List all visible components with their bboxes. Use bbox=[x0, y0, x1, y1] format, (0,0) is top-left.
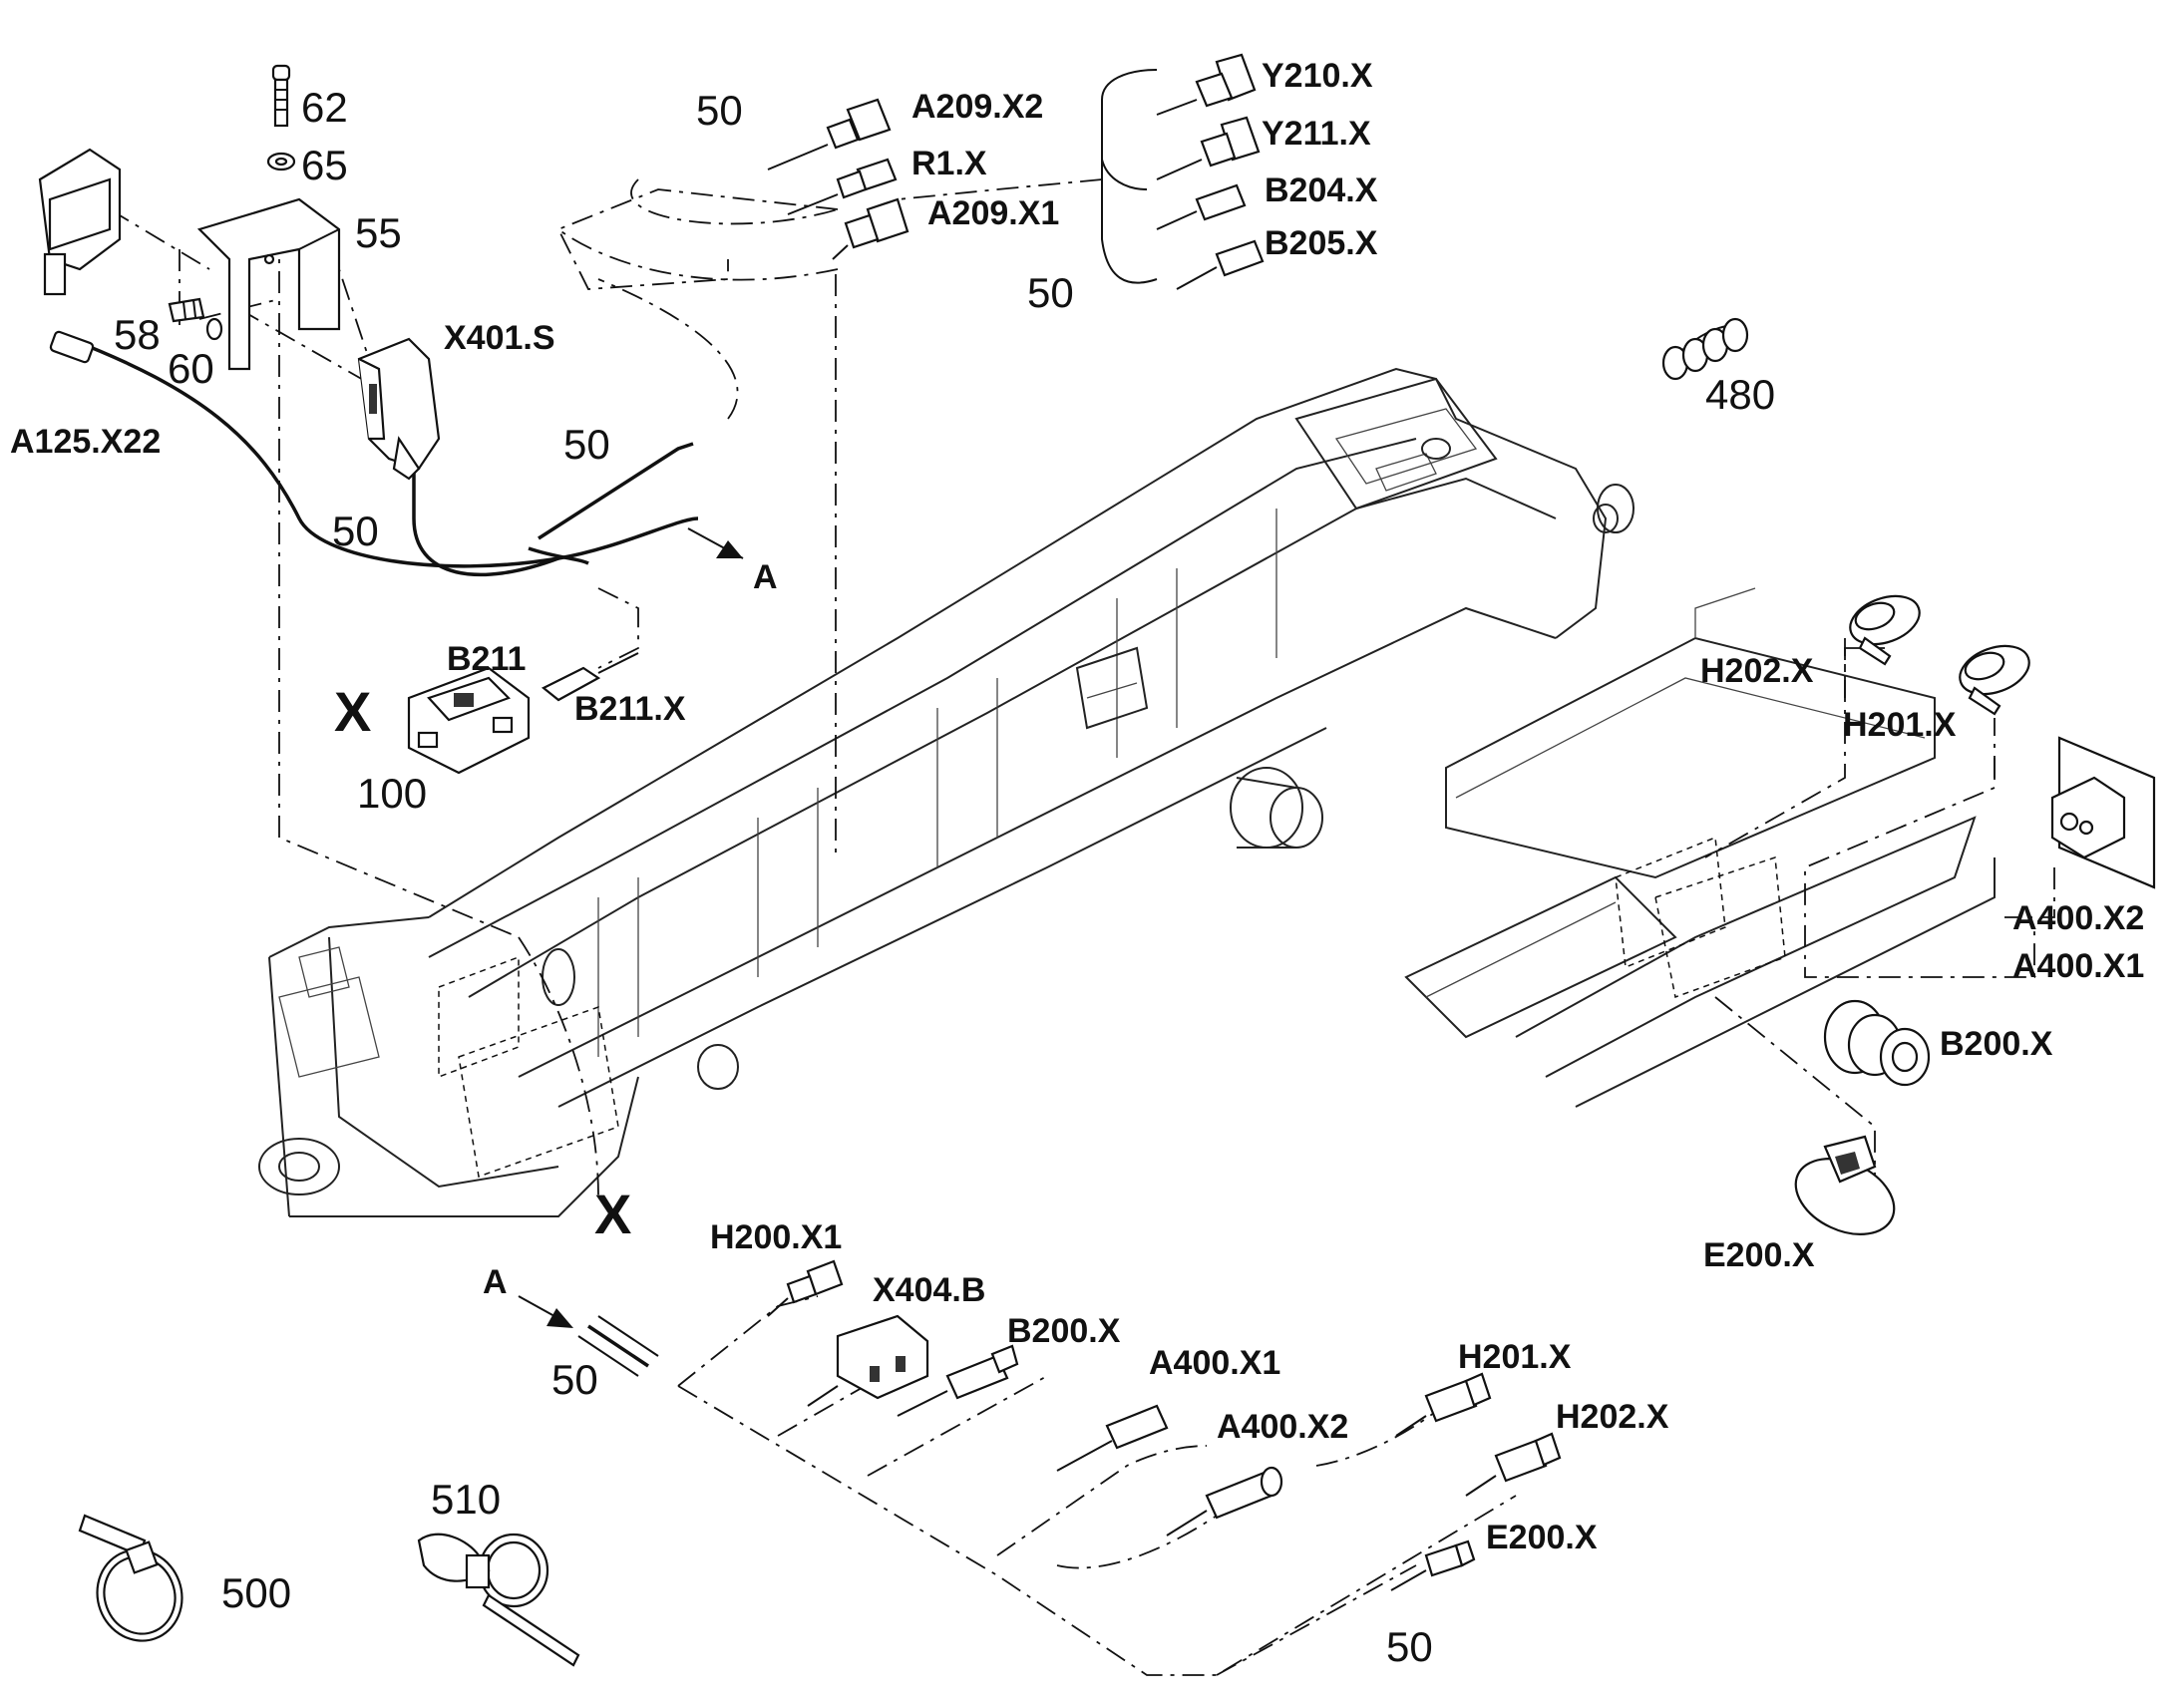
label-58: 58 bbox=[114, 311, 161, 358]
label-480: 480 bbox=[1705, 371, 1775, 418]
label-harness-50: 50 bbox=[551, 1356, 598, 1403]
label-a209x2: A209.X2 bbox=[911, 88, 1043, 126]
sensor-b200-right bbox=[1823, 999, 1931, 1087]
sensor-b211 bbox=[407, 652, 639, 775]
label-60: 60 bbox=[168, 345, 214, 392]
label-x404b: X404.B bbox=[873, 1271, 985, 1309]
label-a400x1-bottom: A400.X1 bbox=[1149, 1344, 1280, 1382]
connector-e200x-bottom bbox=[1390, 1539, 1476, 1591]
washer-65 bbox=[266, 152, 296, 171]
connector-y210x bbox=[1156, 53, 1257, 116]
bracket-55 bbox=[196, 197, 341, 371]
connector-a400x2-bottom bbox=[1166, 1466, 1283, 1537]
connector-a125x22 bbox=[49, 330, 95, 364]
chassis-frame bbox=[258, 367, 1996, 1217]
lamp-h201 bbox=[1959, 644, 2030, 716]
label-500: 500 bbox=[221, 1569, 291, 1616]
label-100: 100 bbox=[357, 770, 427, 817]
label-a400x2-right: A400.X2 bbox=[2012, 899, 2144, 937]
harness-lines bbox=[69, 69, 2055, 1676]
label-e200x-bottom: E200.X bbox=[1486, 1519, 1598, 1556]
switch-x401s bbox=[357, 337, 441, 481]
label-a125x22: A125.X22 bbox=[10, 423, 161, 461]
connector-y211x bbox=[1156, 116, 1261, 180]
connector-h200x1 bbox=[767, 1259, 844, 1317]
connector-x404b bbox=[807, 1314, 929, 1407]
label-x-mark-top: X bbox=[334, 680, 371, 743]
connector-a400x1-bottom bbox=[1056, 1404, 1169, 1472]
connector-h202x-bottom bbox=[1465, 1432, 1562, 1497]
connector-b204x bbox=[1156, 183, 1247, 230]
label-arrow-a-bottom: A bbox=[483, 1263, 508, 1301]
label-h200x1: H200.X1 bbox=[710, 1218, 842, 1256]
bolt-62 bbox=[271, 64, 291, 128]
spring-480 bbox=[1661, 317, 1749, 381]
label-e200x-right: E200.X bbox=[1703, 1236, 1815, 1274]
label-harness-50: 50 bbox=[1027, 269, 1074, 316]
label-h201x-bottom: H201.X bbox=[1458, 1338, 1572, 1376]
label-b211: B211 bbox=[447, 640, 526, 678]
label-b211x: B211.X bbox=[574, 690, 686, 728]
label-65: 65 bbox=[301, 142, 348, 188]
washer-60 bbox=[205, 317, 223, 341]
label-arrow-a-top: A bbox=[753, 558, 778, 596]
arrow-a-bottom bbox=[518, 1295, 573, 1328]
label-b200x-right: B200.X bbox=[1940, 1025, 2053, 1063]
connector-b200x-bottom bbox=[897, 1344, 1019, 1417]
label-62: 62 bbox=[301, 84, 348, 131]
label-a400x2-bottom: A400.X2 bbox=[1217, 1408, 1348, 1446]
part-labels: 62 65 55 58 60 X401.S A125.X22 50 50 A B… bbox=[10, 57, 2144, 1670]
connector-a209x1 bbox=[832, 197, 909, 260]
screw-58 bbox=[168, 297, 205, 323]
connector-r1x bbox=[787, 158, 898, 215]
label-55: 55 bbox=[355, 209, 402, 256]
label-harness-50: 50 bbox=[696, 87, 743, 134]
label-x-mark-bottom: X bbox=[594, 1183, 631, 1245]
label-510: 510 bbox=[431, 1476, 501, 1523]
label-a400x1-right: A400.X1 bbox=[2012, 947, 2144, 985]
label-x401s: X401.S bbox=[444, 319, 555, 357]
label-harness-50: 50 bbox=[332, 508, 379, 554]
cable-end-bottom-left bbox=[577, 1315, 659, 1377]
label-h201x-right: H201.X bbox=[1843, 706, 1957, 744]
label-b200x-bottom: B200.X bbox=[1007, 1312, 1121, 1350]
label-h202x-right: H202.X bbox=[1700, 652, 1814, 690]
connector-h201x-bottom bbox=[1395, 1372, 1492, 1437]
label-b205x: B205.X bbox=[1265, 224, 1378, 262]
label-y211x: Y211.X bbox=[1262, 115, 1371, 153]
cable-tie-510 bbox=[417, 1533, 580, 1667]
connector-a209x2 bbox=[767, 98, 892, 171]
label-h202x-bottom: H202.X bbox=[1556, 1398, 1669, 1436]
connector-b205x bbox=[1176, 239, 1265, 290]
label-harness-50: 50 bbox=[1386, 1623, 1433, 1670]
label-r1x: R1.X bbox=[911, 145, 987, 182]
control-box-a400 bbox=[2050, 736, 2156, 889]
label-a209x1: A209.X1 bbox=[927, 194, 1059, 232]
lamp-h202 bbox=[1849, 594, 1921, 666]
cable-tie-500 bbox=[78, 1514, 183, 1642]
label-harness-50: 50 bbox=[563, 421, 610, 468]
mount-bracket-left bbox=[38, 148, 122, 296]
lamp-e200 bbox=[1794, 1135, 1896, 1235]
label-y210x: Y210.X bbox=[1262, 57, 1373, 95]
label-b204x: B204.X bbox=[1265, 171, 1378, 209]
